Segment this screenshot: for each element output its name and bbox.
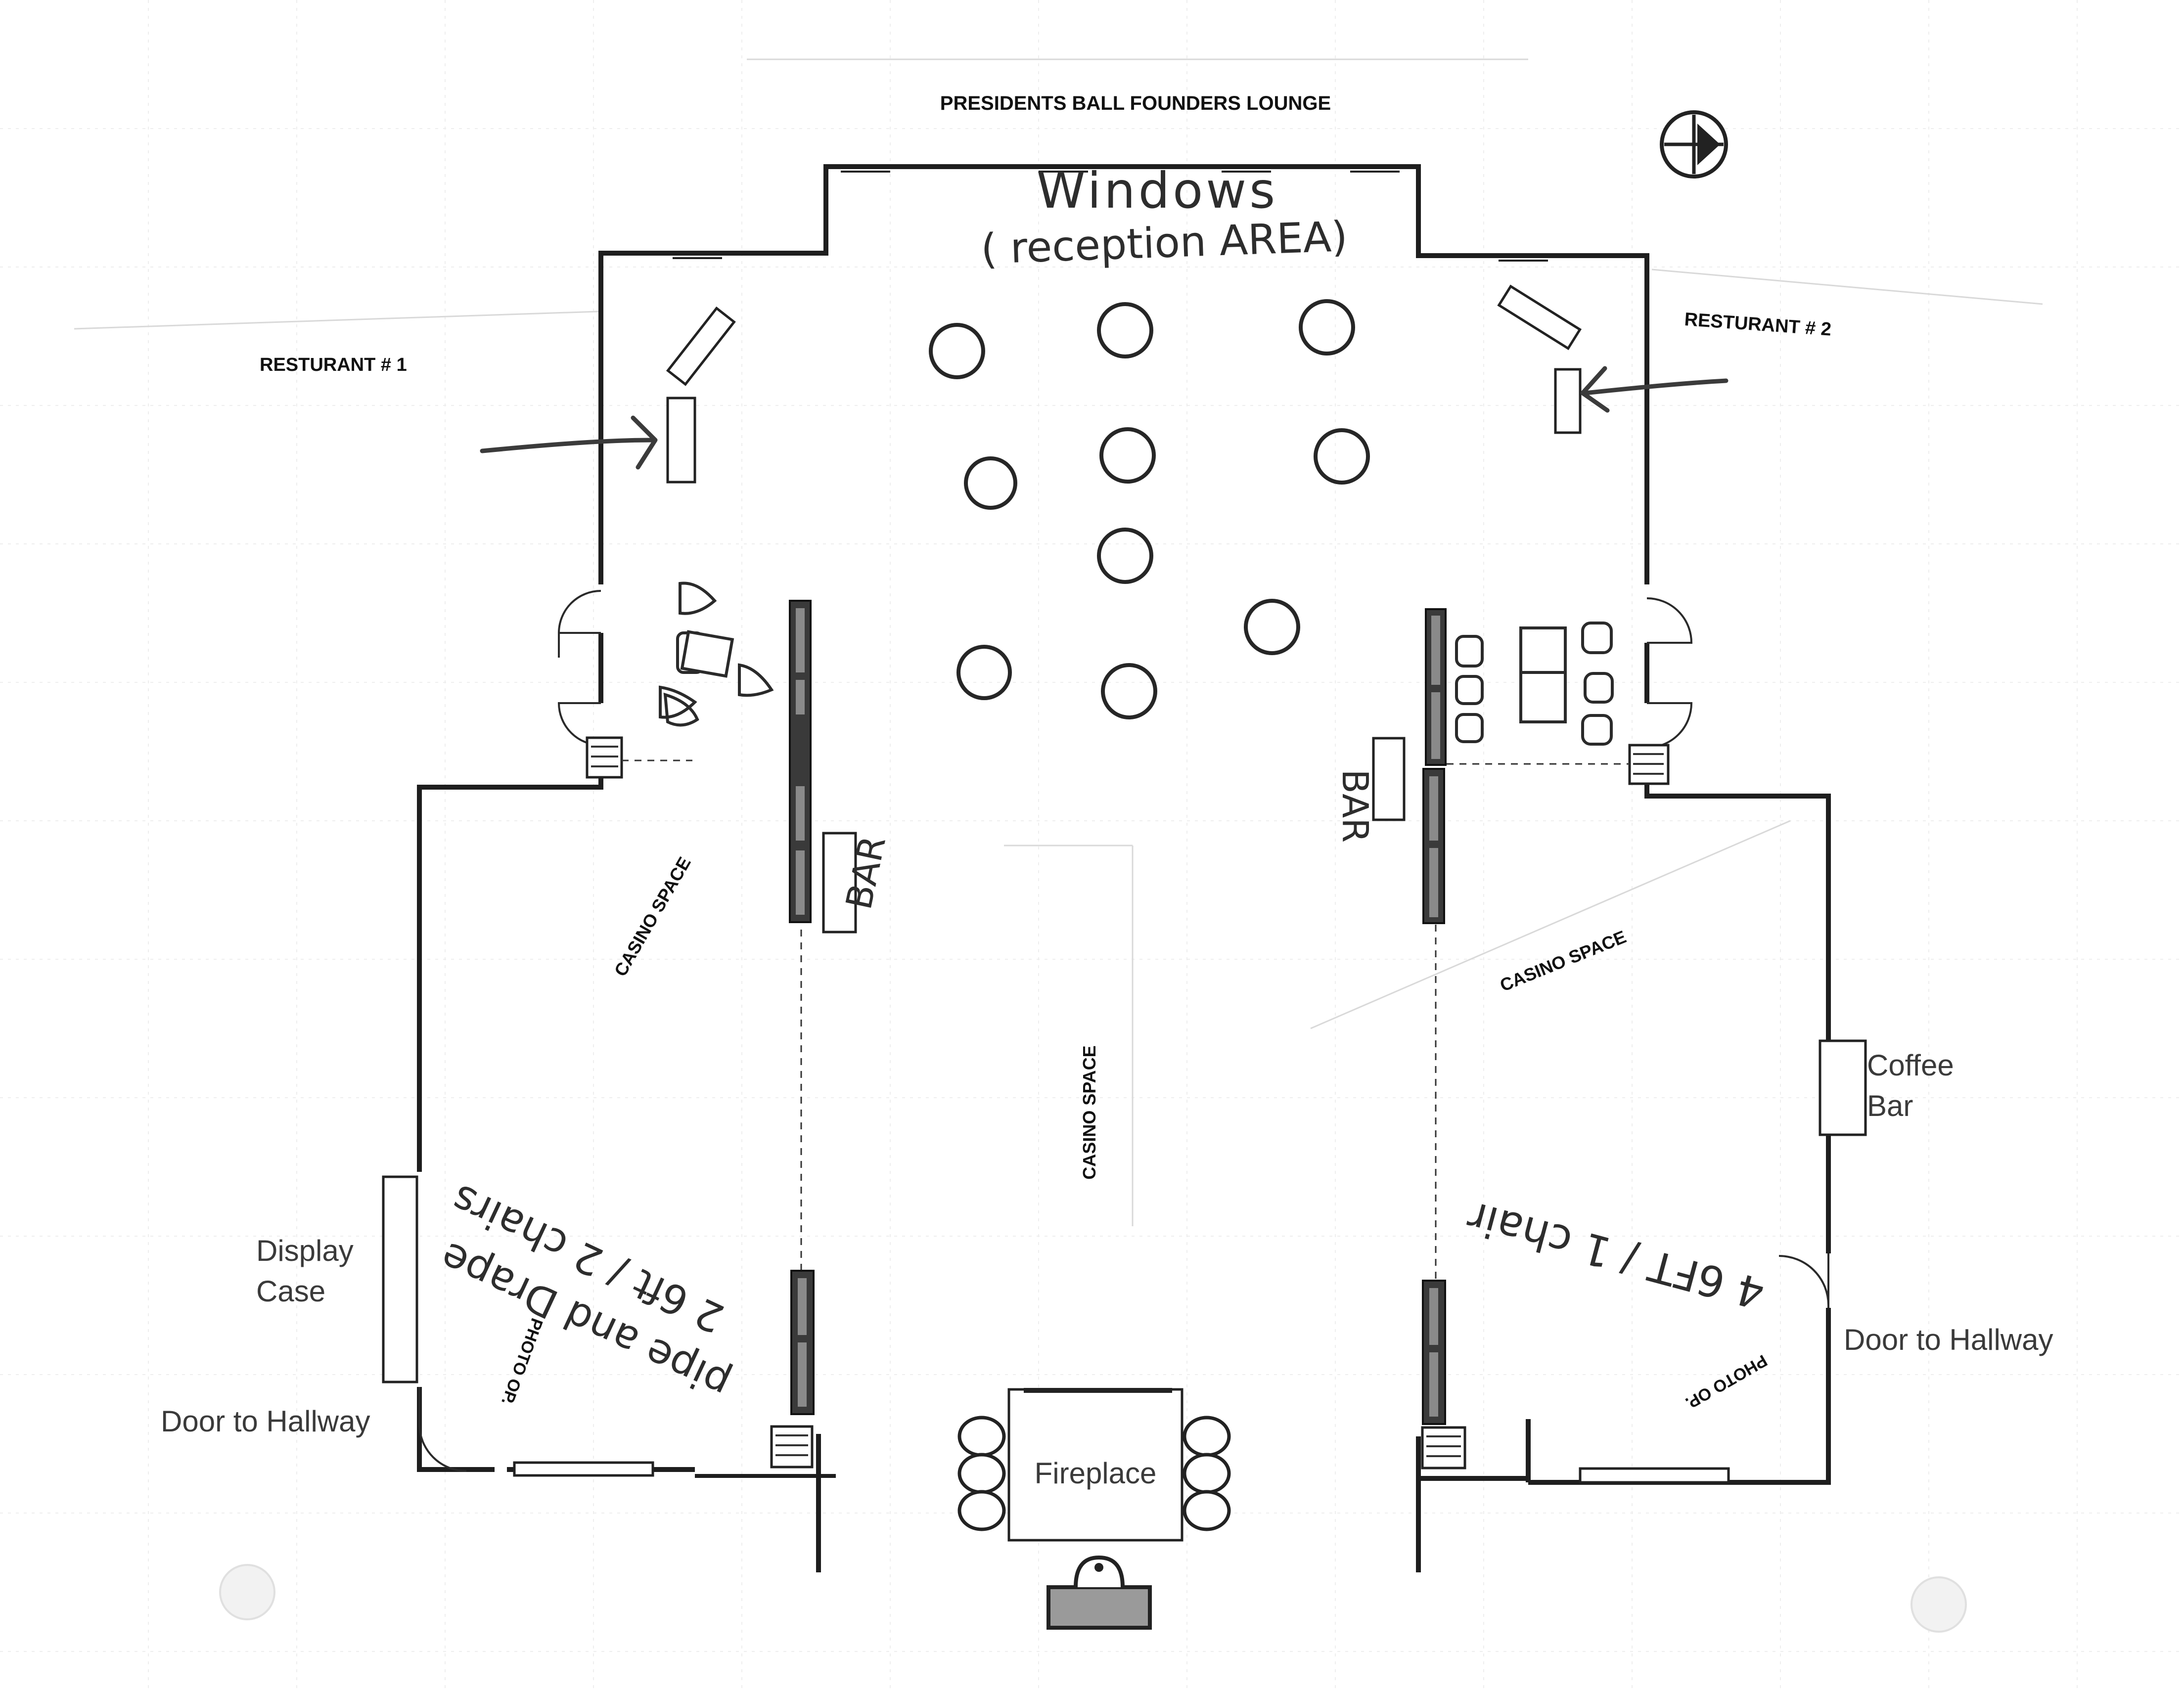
page-title: PRESIDENTS BALL FOUNDERS LOUNGE: [940, 92, 1331, 114]
wall-window-right: [1579, 1467, 1730, 1484]
label-restaurant-1: RESTURANT # 1: [260, 355, 407, 375]
fireplace: [957, 1388, 1231, 1630]
label-photo-op-left: PHOTO OP.: [498, 1316, 546, 1408]
hand-windows: Windows: [1037, 162, 1278, 220]
paper-seam: [74, 311, 599, 330]
label-door-right: Door to Hallway: [1844, 1323, 2053, 1356]
label-coffee-bar-1: Coffee: [1867, 1049, 1954, 1082]
label-casino-center: CASINO SPACE: [1079, 1045, 1099, 1179]
right-seating: [1455, 622, 1614, 746]
label-casino-left: CASINO SPACE: [610, 853, 695, 980]
label-casino-right: CASINO SPACE: [1497, 927, 1629, 996]
label-photo-op-right: PHOTO OP.: [1682, 1351, 1770, 1413]
zone-boundaries: [622, 759, 1630, 1281]
label-fireplace: Fireplace: [1035, 1457, 1157, 1490]
label-door-left: Door to Hallway: [161, 1405, 370, 1438]
bar-left: [822, 832, 857, 934]
restaurant-1-tables: [666, 306, 736, 484]
hand-reception: ( reception AREA): [980, 212, 1349, 273]
window-marks: [673, 171, 1548, 262]
label-display-case-1: Display: [256, 1234, 354, 1267]
hand-note-right: 4 6FT / 1 chair: [1462, 1192, 1770, 1318]
left-seating: [659, 581, 774, 727]
bar-right: [1372, 737, 1406, 821]
wall-window-left: [513, 1461, 654, 1477]
label-display-case-2: Case: [256, 1275, 325, 1308]
pipe-drape-dividers: [789, 600, 1447, 1425]
display-case: [382, 1175, 418, 1383]
punch-hole: [1911, 1576, 1967, 1633]
punch-hole: [219, 1564, 275, 1620]
hand-bar-right: BAR: [1334, 769, 1376, 843]
column-boxes: [586, 736, 1670, 1470]
paper-seam: [1310, 820, 1791, 1029]
restaurant-arrows: [480, 366, 1729, 470]
reception-tables: [929, 299, 1370, 719]
coffee-bar: [1819, 1039, 1867, 1136]
label-restaurant-2: RESTURANT # 2: [1684, 309, 1832, 340]
restaurant-2-tables: [1497, 284, 1582, 434]
label-coffee-bar-2: Bar: [1867, 1089, 1913, 1122]
paper-seam: [1651, 268, 2043, 305]
north-arrow-icon: [1660, 110, 1728, 178]
